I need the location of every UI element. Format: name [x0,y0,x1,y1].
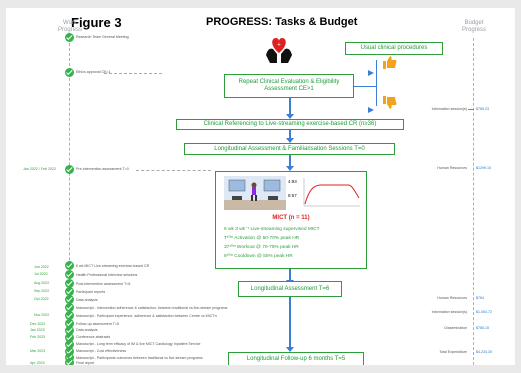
check-icon [65,270,74,279]
repeat-evaluation-box: Repeat Clinical Evaluation & Eligibility… [224,74,354,98]
budget-label: Information session(s) [431,107,467,111]
check-icon [65,303,74,312]
timeline-item: Health Professional interview sessions [76,273,138,277]
exercise-scene-illustration [224,176,286,210]
figure-page: Figure 3 PROGRESS: Tasks & Budget Work P… [6,8,515,365]
budget-label: Dissemination [444,326,467,330]
budget-progress-header: Budget Progress [461,20,486,33]
check-icon [65,347,74,356]
mict-bullet: T¹⁰ᵐ Activation @ 50-70% peak HR [224,236,300,241]
budget-value: $4,234.35 [476,350,492,354]
budget-value: $785.23 [476,107,489,111]
mict-bullet: 6¹⁰ᵐ Cooldown @ 50% peak HR [224,254,293,259]
referencing-box: Clinical Referencing to Live-streaming e… [176,119,404,130]
budget-label: Total Expenditure [439,350,467,354]
budget-label: Information session(s) [431,310,467,314]
timeline-date: Oct 2022 [34,297,49,301]
flow-arrow [286,269,294,285]
timeline-item: Pre-intervention assessment T=0 [76,167,129,171]
work-progress-header: Work Progress [57,20,82,33]
budget-value: $785.15 [476,326,489,330]
timeline-item: Manuscript - Intervention adherence & sa… [76,306,228,310]
timeline-date: Mar 2023 [30,349,46,353]
timeline-item: Research Team General Meeting [76,35,129,39]
work-timeline-guide [69,38,70,365]
thumbs-down-icon [383,96,397,109]
timeline-item: Manuscript - Cost effectiveness [76,349,127,353]
figure-label: Figure 3 [71,15,122,30]
timeline-date: Feb 2023 [30,335,46,339]
timeline-item: Manuscript - Participants outcomes betwe… [76,356,203,360]
mict-stat-1: 4:93 [288,179,297,184]
timeline-date: Jan 2022 / Feb 2022 [23,167,56,171]
timeline-date: Nov 2022 [34,313,50,317]
arrow-head-icon [368,100,374,113]
mict-bullet: 6 wk 3 wk⁻¹ Live-streaming supervised MI… [224,227,320,232]
check-icon [65,319,74,328]
budget-value: $784 [476,296,484,300]
check-icon [65,279,74,288]
timeline-item: Final report [76,361,95,365]
budget-timeline-guide [473,38,474,365]
check-icon [65,287,74,296]
flow-arrow [286,297,294,352]
budget-label: Human Resources [437,296,467,300]
timeline-date: Sep 2022 [34,289,50,293]
check-icon [65,295,74,304]
timeline-item: Follow-up assessment T=5 [76,322,119,326]
timeline-item: Conference abstracts [76,335,111,339]
check-icon [65,326,74,335]
timeline-item: Post-intervention assessment T=6 [76,282,131,286]
longitudinal-baseline-box: Longitudinal Assessment & Familiarisatio… [184,143,395,155]
check-icon [65,165,74,174]
leader-line [104,73,162,74]
flow-arrow [286,155,294,171]
timeline-item: Data analysis [76,298,98,302]
timeline-item: Ethics approval CE=1 [76,70,111,74]
mict-stat-2: 8:57 [288,193,297,198]
longitudinal-followup-box: Longitudinal Follow-up 6 months T=5 [228,352,364,365]
mict-title: MICT (n = 11) [272,215,310,221]
check-icon [65,340,74,349]
connector-line [354,86,376,87]
timeline-date: Jun 2022 [34,265,49,269]
check-icon [65,261,74,270]
timeline-date: Dec 2022 [30,322,46,326]
heart-hands-icon: + [264,35,294,65]
usual-care-box: Usual clinical procedures [345,42,443,55]
check-icon [65,358,74,365]
timeline-item: 6 wk MICT Live-streaming exercise-based … [76,264,150,268]
check-icon [65,311,74,320]
check-icon [65,333,74,342]
timeline-date: Aug 2022 [34,281,50,285]
timeline-date: Jul 2022 [34,272,48,276]
timeline-date: Apr 2023 [30,361,45,365]
budget-label: Human Resources [437,166,467,170]
arrow-head-icon [368,63,374,76]
svg-text:+: + [277,42,281,48]
hr-curve-graphic [302,176,362,208]
budget-value: $1,054.72 [476,310,492,314]
check-icon [65,68,74,77]
mict-bullet: 37¹⁰ᵐ Workout @ 70-75% peak HR [224,245,299,250]
leader-line [468,109,474,110]
page-title: PROGRESS: Tasks & Budget [206,16,358,28]
timeline-item: Participant reports [76,290,106,294]
leader-line [136,170,211,171]
connector-line [376,60,377,106]
budget-value: $1299.15 [476,166,491,170]
flow-arrow [286,98,294,119]
timeline-item: Manuscript - Long term efficacy of IM & … [76,342,201,346]
longitudinal-mid-box: Longitudinal Assessment T=6 [238,281,342,297]
thumbs-up-icon [383,56,397,69]
check-icon [65,33,74,42]
timeline-item: Manuscript - Participant experience, adh… [76,314,217,318]
mict-box: 4:93 8:57 MICT (n = 11) 6 wk 3 wk⁻¹ Live… [215,171,367,269]
timeline-item: Data analysis [76,328,98,332]
timeline-date: Jan 2023 [30,328,45,332]
flow-arrow [286,129,294,143]
